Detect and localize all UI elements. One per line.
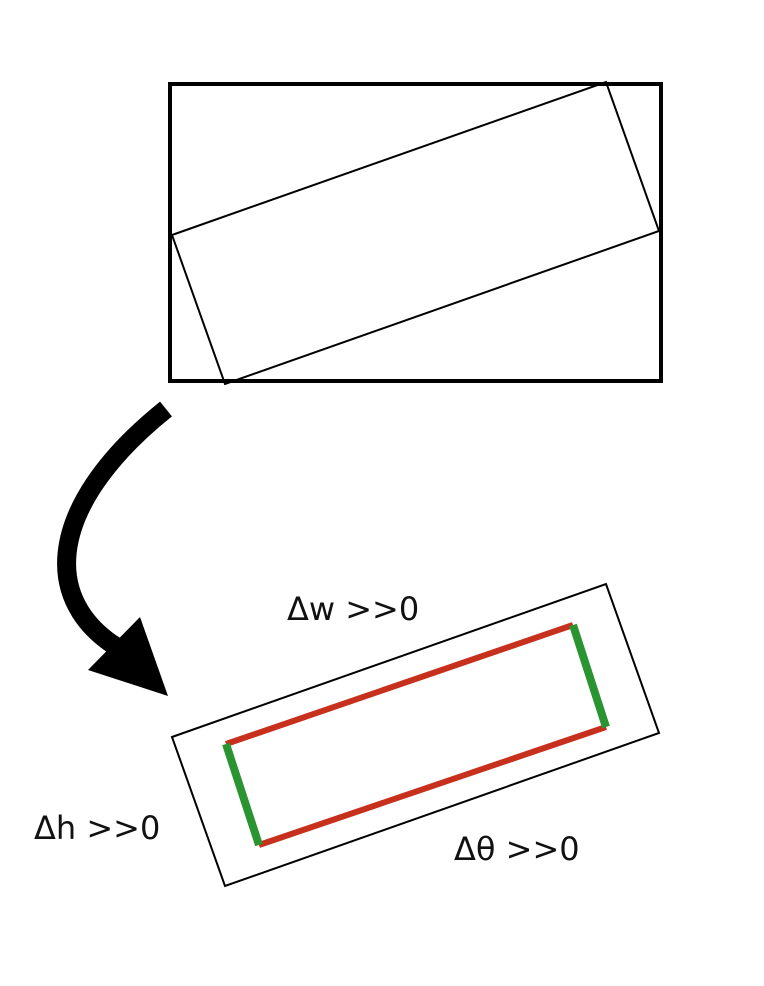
bottom-panel bbox=[170, 582, 661, 888]
axis-aligned-bounding-box bbox=[168, 82, 663, 383]
arrow-shaft bbox=[57, 401, 172, 664]
transition-arrow bbox=[57, 401, 172, 696]
rotated-box-top bbox=[170, 80, 661, 386]
inner-box-left-edge bbox=[222, 742, 263, 847]
arrow-head bbox=[88, 617, 168, 696]
inner-box-right-edge bbox=[569, 623, 610, 729]
top-panel bbox=[168, 80, 663, 386]
delta-w-label: Δw >>0 bbox=[287, 590, 419, 628]
inner-box-top-edge bbox=[225, 622, 574, 747]
inner-box-bottom-edge bbox=[258, 724, 607, 848]
delta-h-label: Δh >>0 bbox=[34, 809, 160, 847]
rotated-box-bottom bbox=[170, 582, 661, 888]
delta-theta-label: Δθ >>0 bbox=[454, 830, 580, 868]
